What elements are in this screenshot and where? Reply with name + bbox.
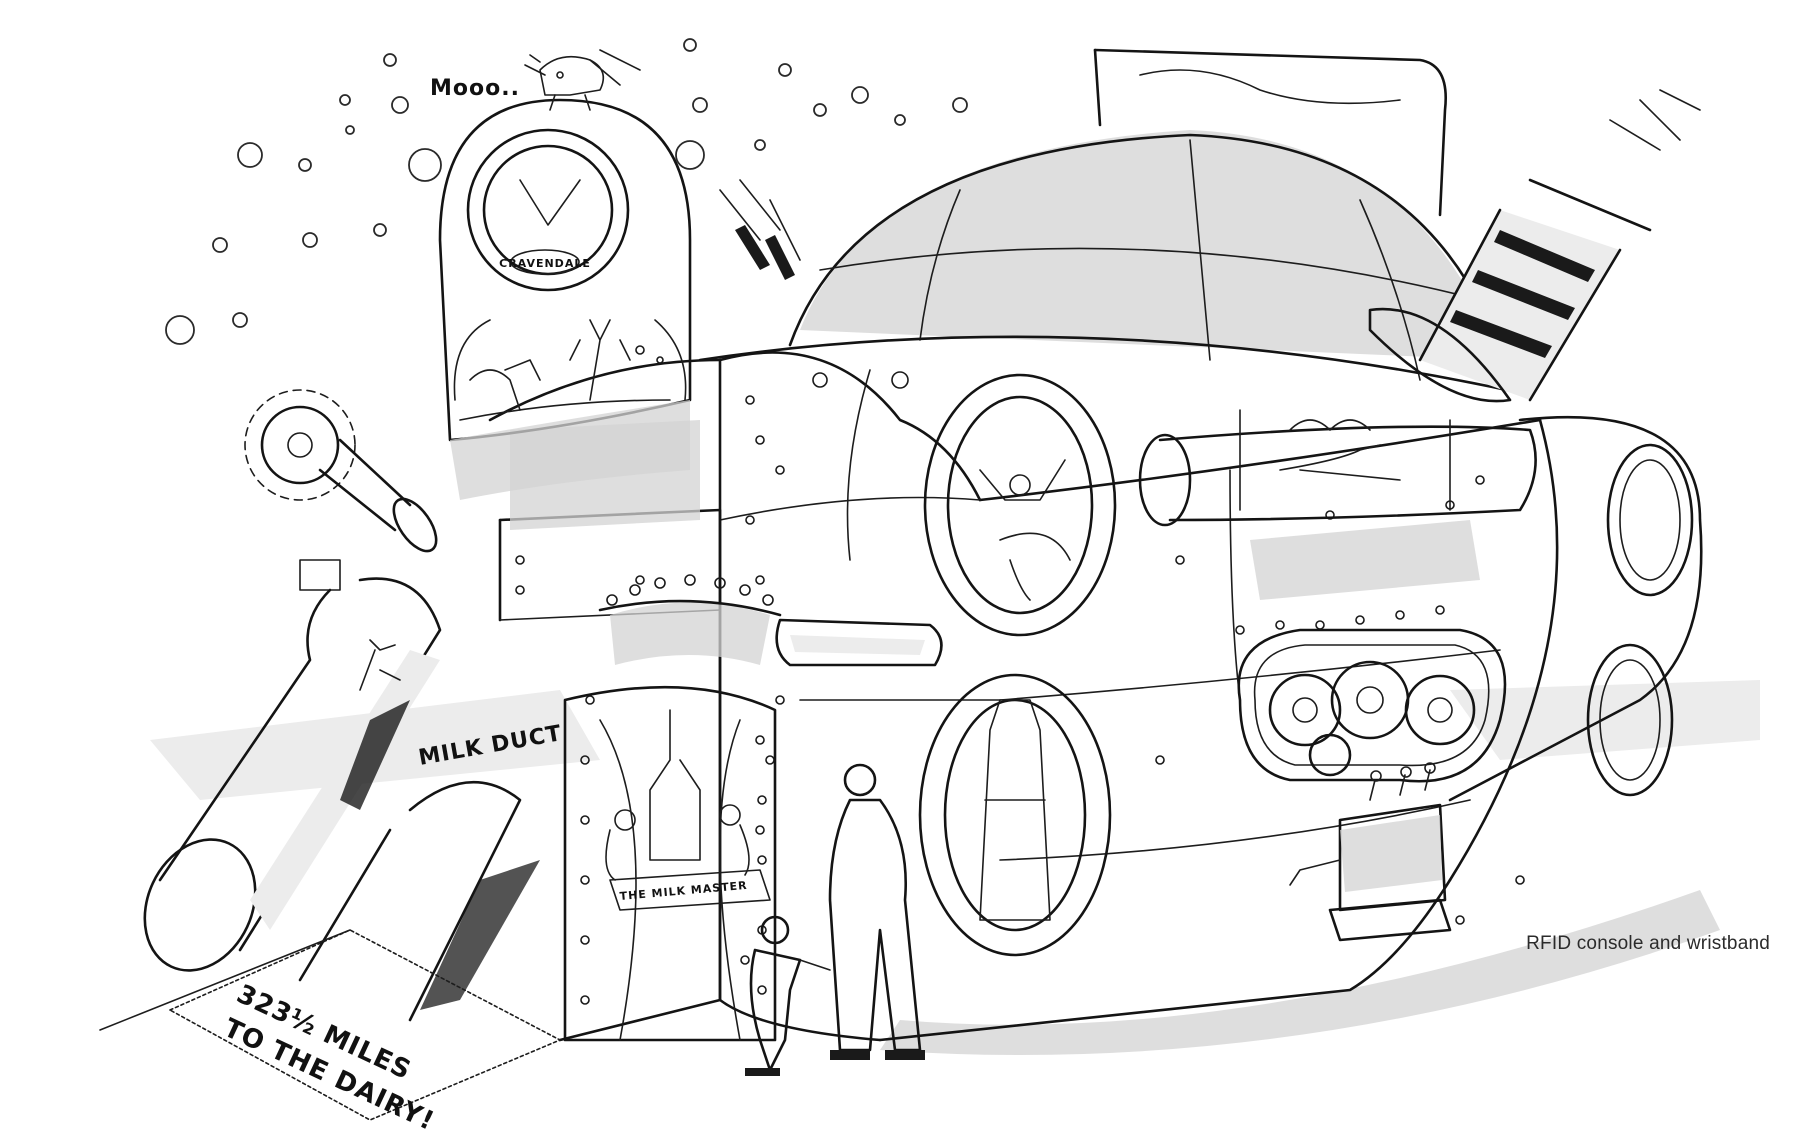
adult-figure <box>828 763 925 1060</box>
rfid-console <box>1289 762 1452 942</box>
handle <box>775 618 943 667</box>
porthole-icon <box>918 673 1112 957</box>
left-pipe <box>299 438 438 591</box>
moo-label: Mooo.. <box>430 76 520 101</box>
porthole-icon <box>1606 443 1694 597</box>
child-figure <box>745 915 831 1076</box>
entrance-lights <box>580 574 774 1005</box>
gear-icon <box>244 389 356 501</box>
bubble-icon <box>165 38 968 345</box>
clock-tower: CRAVENDALE Mooo.. <box>430 54 692 500</box>
exhaust-pipe <box>1368 89 1701 403</box>
motion-lines <box>589 49 801 280</box>
slide-tube <box>1138 409 1537 527</box>
gear-icon <box>1268 660 1476 777</box>
porthole-icon <box>1586 643 1674 797</box>
gear-window <box>1237 628 1507 783</box>
caption: RFID console and wristband <box>1526 933 1770 954</box>
dome <box>788 130 1512 382</box>
brand-label: CRAVENDALE <box>499 257 591 270</box>
porthole-icon <box>923 373 1117 637</box>
banner-label: THE MILK MASTER <box>619 879 748 903</box>
back-sign <box>1093 48 1447 217</box>
entrance <box>563 574 782 1042</box>
rivets <box>515 345 1525 965</box>
main-hull <box>718 351 1703 1042</box>
milk-duct-slide: MILK DUCT <box>143 577 564 1022</box>
mileage-sign: 323½ MILES TO THE DAIRY! <box>99 929 561 1137</box>
dome-rim <box>698 335 1532 397</box>
